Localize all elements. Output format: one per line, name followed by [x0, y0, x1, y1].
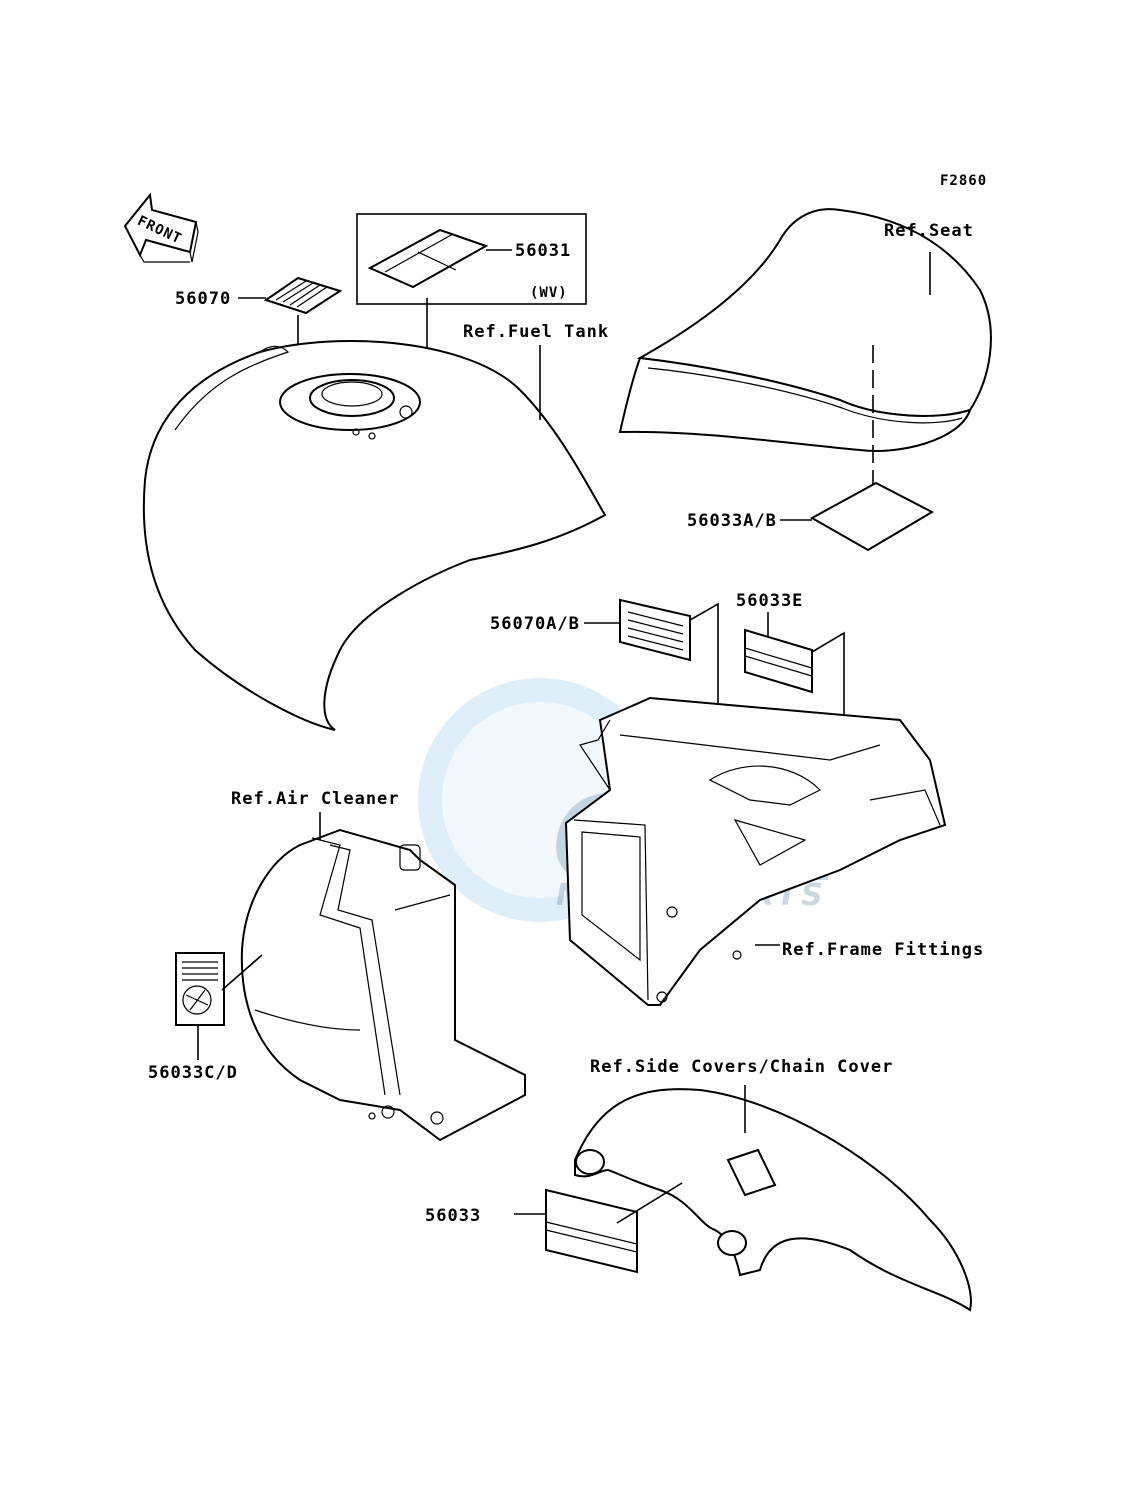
- label-56070ab: 56070A/B: [490, 614, 580, 634]
- label-56033e: 56033E: [736, 591, 803, 611]
- fuel-tank: [142, 340, 607, 731]
- figure-code: F2860: [940, 173, 987, 189]
- label-56033ab: 56033A/B: [687, 511, 777, 531]
- label-ref-fuel-tank: Ref.Fuel Tank: [463, 322, 609, 342]
- label-ref-side-covers: Ref.Side Covers/Chain Cover: [590, 1057, 893, 1077]
- label-56031: 56031: [515, 241, 571, 261]
- decal-56033: [545, 1188, 638, 1274]
- decal-56033e: [744, 628, 813, 694]
- seat: [618, 208, 992, 452]
- label-ref-frame-fittings: Ref.Frame Fittings: [782, 940, 984, 960]
- frame-fittings: [564, 696, 947, 1006]
- decal-56031-box: [356, 213, 587, 305]
- decal-56033ab: [809, 481, 935, 552]
- label-ref-seat: Ref.Seat: [884, 221, 974, 241]
- label-56033: 56033: [425, 1206, 481, 1226]
- label-56070: 56070: [175, 289, 231, 309]
- front-arrow-icon: FRONT: [123, 192, 199, 263]
- label-56031-note: (WV): [530, 285, 568, 301]
- label-ref-air-cleaner: Ref.Air Cleaner: [231, 789, 400, 809]
- decal-56070: [263, 276, 343, 315]
- decal-56031: [367, 228, 489, 289]
- chain-cover: [574, 1088, 972, 1312]
- air-cleaner: [240, 828, 526, 1142]
- decal-56033cd: [175, 952, 225, 1026]
- decal-56070ab: [619, 598, 691, 662]
- label-56033cd: 56033C/D: [148, 1063, 238, 1083]
